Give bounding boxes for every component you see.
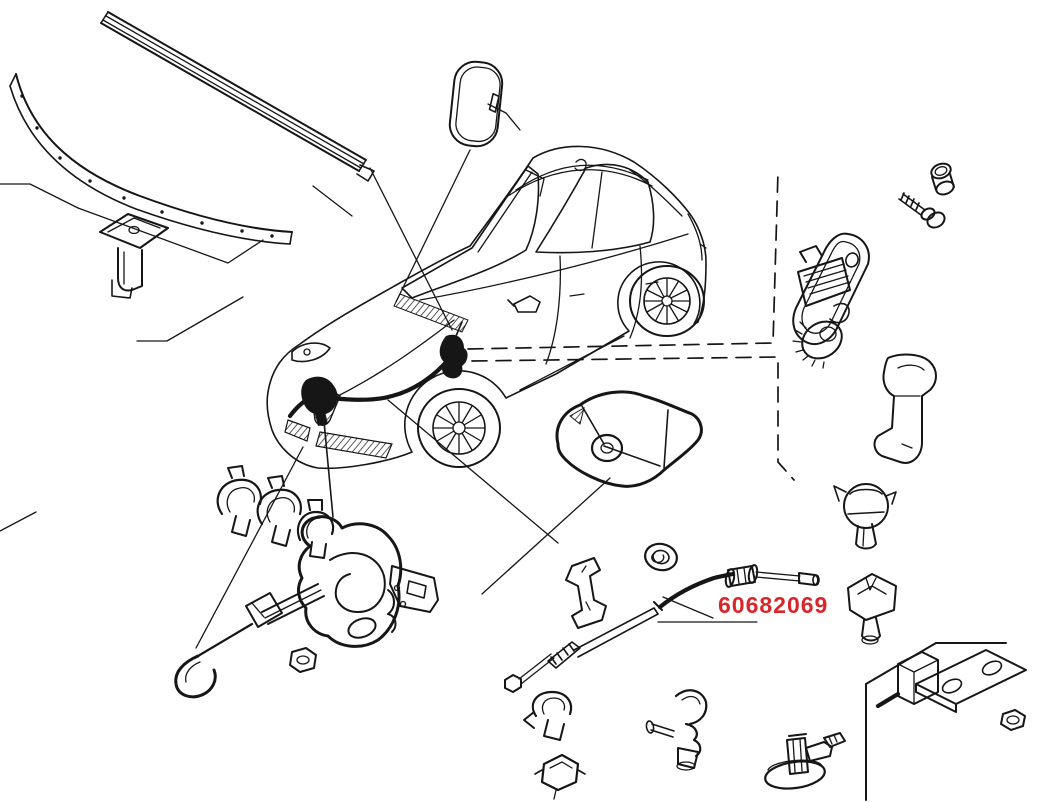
- spring-clip: [523, 690, 573, 741]
- grommet: [644, 542, 678, 572]
- self-tapping-screw: [898, 192, 946, 229]
- rear-wheel: [629, 265, 705, 337]
- hood-release-handle-assembly: [792, 232, 870, 369]
- hood-rear-weatherstrip: [100, 11, 375, 182]
- fixing-nut: [1000, 709, 1026, 731]
- blind-rivet: [930, 162, 955, 196]
- retaining-clip-small: [534, 753, 586, 800]
- cable-bracket: [565, 557, 607, 629]
- retaining-clip-upper-left: [99, 213, 169, 299]
- rubber-buffer: [873, 353, 937, 464]
- push-pin-fastener: [764, 732, 846, 790]
- front-wheel: [417, 388, 501, 468]
- cable-clip-round: [833, 483, 897, 550]
- hood-insulation-pad: [448, 60, 504, 148]
- hinge-bracket-plate: [875, 649, 1027, 713]
- center-support-bracket: [555, 390, 703, 488]
- part-number-label[interactable]: 60682069: [718, 592, 828, 618]
- hook-clip: [645, 689, 708, 771]
- vehicle-front-three-quarter-view: [266, 145, 707, 470]
- hood-release-cable-routing: [287, 321, 468, 426]
- hood-lock-assembly: [174, 515, 439, 699]
- hood-release-cable: [504, 564, 820, 693]
- leader-lines: [0, 103, 795, 649]
- cable-clip: [847, 573, 897, 645]
- cowl-seal-strip: [9, 73, 293, 245]
- lock-nut: [289, 647, 317, 673]
- clip-set: [216, 465, 335, 559]
